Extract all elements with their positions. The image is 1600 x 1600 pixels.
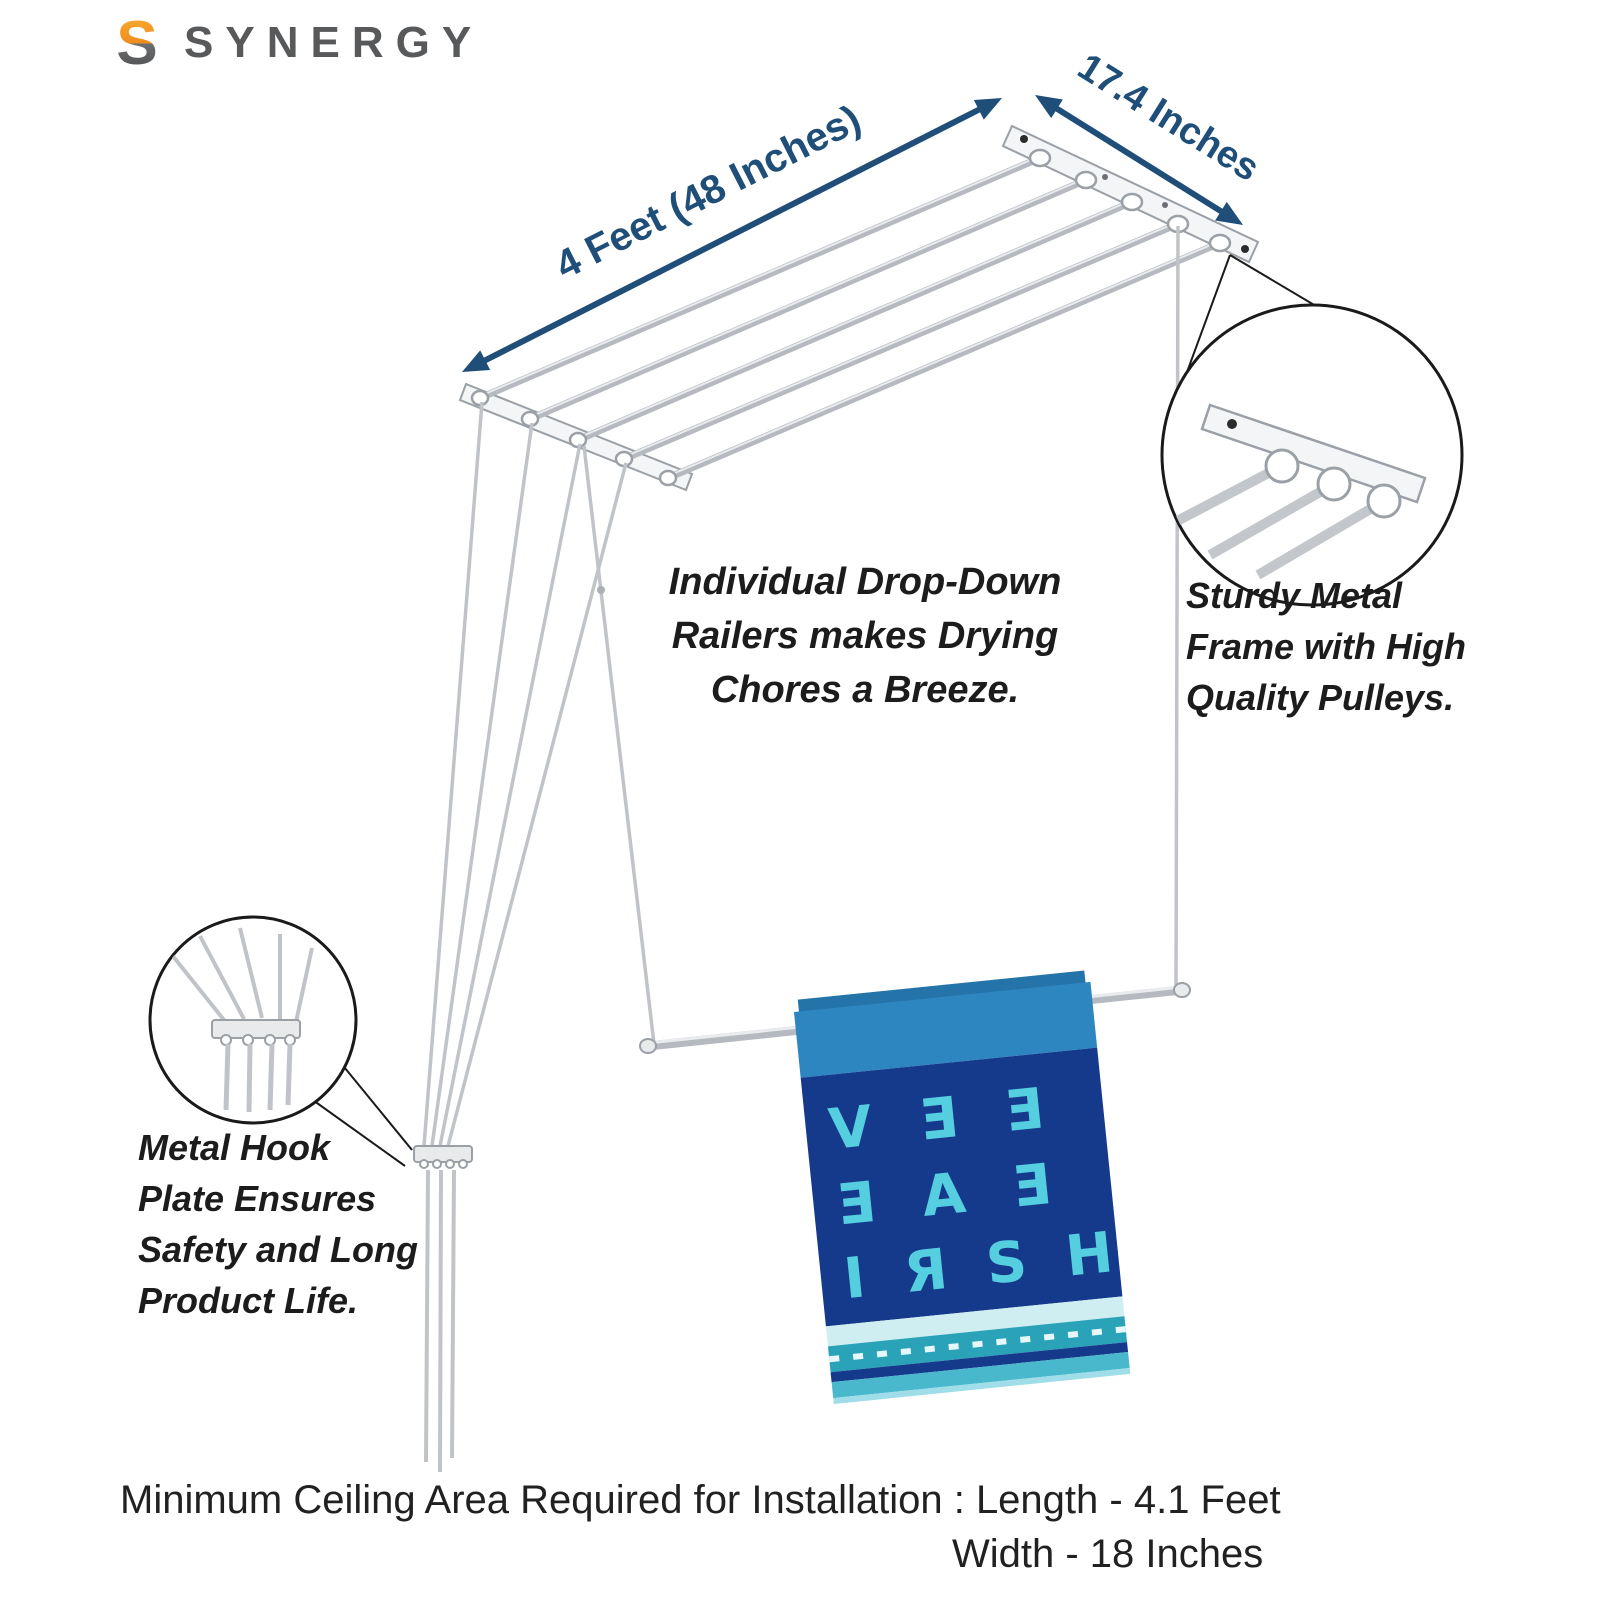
caption-metal-frame: Sturdy Metal Frame with High Quality Pul… <box>1186 575 1467 719</box>
suspension-cords <box>422 225 1180 1147</box>
drying-rails <box>478 154 1222 482</box>
rail <box>622 220 1180 463</box>
caption-drop-down-railers: Individual Drop-Down Railers makes Dryin… <box>668 561 1062 711</box>
length-dimension-arrow: 4 Feet (48 Inches) <box>462 97 1002 372</box>
brand-logo: S SYNERGY <box>104 10 483 76</box>
rail <box>478 154 1042 402</box>
hook-plate <box>413 1145 473 1473</box>
logo-mark: S <box>116 10 157 76</box>
towel: V Ǝ Ǝ Ǝ A Ǝ I Я S H <box>793 970 1131 1405</box>
caption-hook-plate: Metal Hook Plate Ensures Safety and Long… <box>138 1127 419 1322</box>
rail <box>576 198 1134 444</box>
rail <box>666 239 1222 482</box>
zoom-callout-hook-plate <box>148 915 413 1167</box>
rail <box>528 176 1088 423</box>
footer-width-requirement: Width - 18 Inches <box>952 1532 1264 1576</box>
logo-s-icon: S <box>116 10 157 76</box>
zoom-callout-pulleys <box>1160 254 1464 607</box>
rail-sockets <box>470 389 678 487</box>
pulleys <box>1028 148 1232 253</box>
logo-brand-text: SYNERGY <box>184 18 484 67</box>
footer-installation-requirement: Minimum Ceiling Area Required for Instal… <box>120 1478 1281 1522</box>
